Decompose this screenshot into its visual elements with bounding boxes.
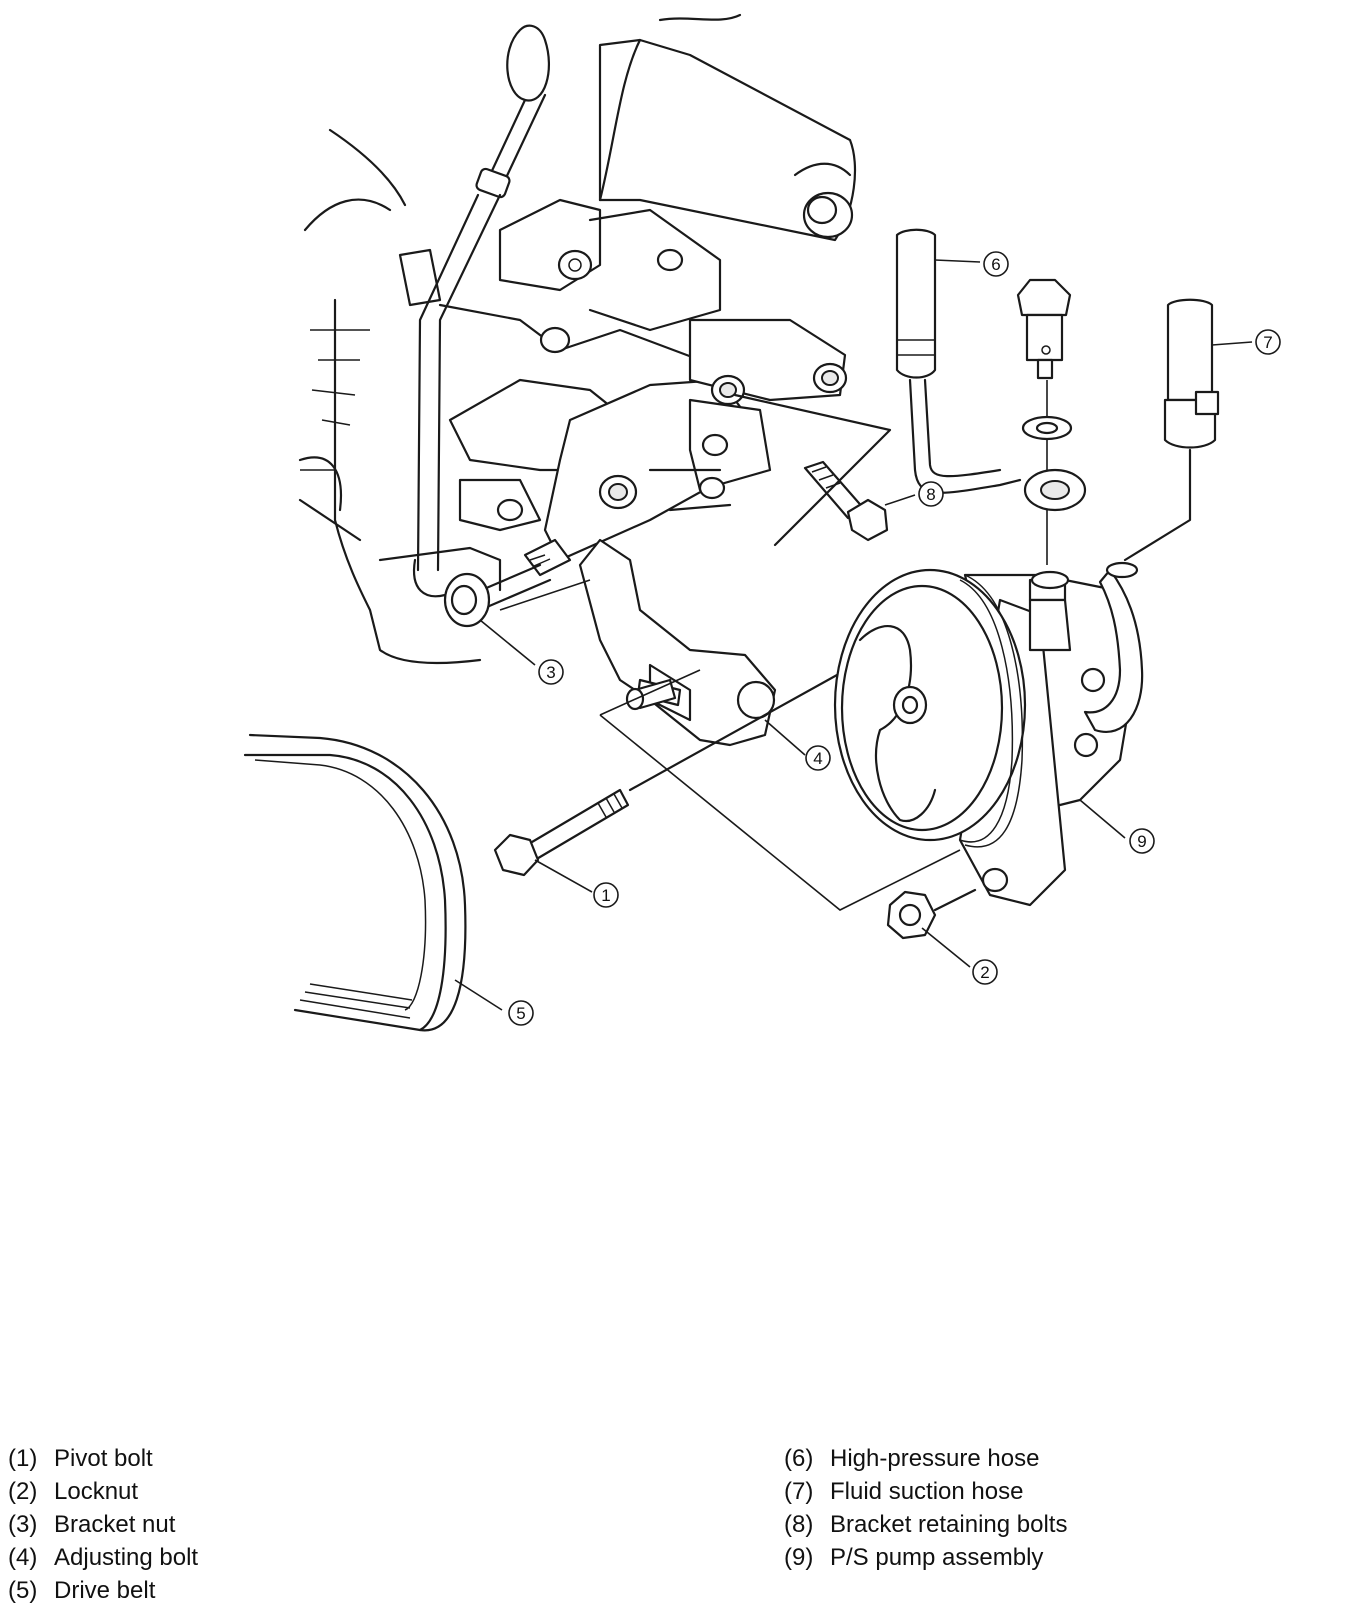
legend-label: P/S pump assembly bbox=[830, 1544, 1044, 1571]
callout-3: 3 bbox=[538, 659, 564, 685]
legend-item-high-pressure-hose: (6) High-pressure hose bbox=[784, 1442, 1067, 1475]
high-pressure-hose bbox=[895, 228, 1087, 565]
legend-label: Fluid suction hose bbox=[830, 1478, 1024, 1505]
exploded-diagram: 1 2 3 4 5 6 7 8 9 bbox=[243, 13, 1281, 1032]
legend-item-ps-pump-assembly: (9) P/S pump assembly bbox=[784, 1541, 1067, 1574]
callout-6-label: 6 bbox=[991, 255, 1000, 274]
callout-4-label: 4 bbox=[813, 749, 822, 768]
mounting-bracket bbox=[543, 318, 848, 562]
ps-pump-assembly bbox=[833, 561, 1144, 907]
legend-item-fluid-suction-hose: (7) Fluid suction hose bbox=[784, 1475, 1067, 1508]
assembly-guides bbox=[499, 579, 961, 911]
callout-6: 6 bbox=[983, 251, 1009, 277]
dipstick-tube bbox=[398, 24, 550, 598]
legend-item-adjusting-bolt: (4) Adjusting bolt bbox=[8, 1541, 198, 1574]
legend-number: (3) bbox=[8, 1511, 38, 1538]
intake-pipe bbox=[598, 13, 857, 242]
fluid-suction-hose bbox=[1123, 298, 1220, 562]
locknut bbox=[886, 888, 977, 940]
adjusting-bolt bbox=[625, 678, 677, 711]
drive-belt bbox=[243, 733, 467, 1032]
legend-number: (1) bbox=[8, 1445, 38, 1472]
legend-item-drive-belt: (5)Drive belt bbox=[8, 1574, 198, 1607]
bracket-retaining-bolt bbox=[733, 393, 892, 547]
callout-9: 9 bbox=[1129, 828, 1155, 854]
legend-number: (4) bbox=[8, 1544, 38, 1571]
legend-label: Adjusting bolt bbox=[54, 1544, 199, 1571]
callout-9-label: 9 bbox=[1137, 832, 1146, 851]
legend-number: (2) bbox=[8, 1478, 38, 1505]
callout-leaders bbox=[454, 259, 1253, 1011]
callout-8: 8 bbox=[918, 481, 944, 507]
callout-5: 5 bbox=[508, 1000, 534, 1026]
legend-item-bracket-nut: (3) Bracket nut bbox=[8, 1508, 198, 1541]
callout-7-label: 7 bbox=[1263, 333, 1272, 352]
callout-8-label: 8 bbox=[926, 485, 935, 504]
legend-number: (5) bbox=[8, 1577, 38, 1604]
legend-label: Locknut bbox=[54, 1478, 139, 1505]
adjusting-arm bbox=[578, 538, 777, 747]
bracket-stud bbox=[468, 538, 572, 612]
legend-number: (7) bbox=[784, 1478, 814, 1505]
bracket-nut bbox=[443, 572, 491, 628]
legend-label: Pivot bolt bbox=[54, 1445, 153, 1472]
legend-column-left: (1)Pivot bolt (2)Locknut (3)Bracket nut … bbox=[8, 1442, 198, 1607]
legend-label: Bracket nut bbox=[54, 1511, 176, 1538]
legend-number: (8) bbox=[784, 1511, 814, 1538]
legend-item-pivot-bolt: (1) Pivot bolt bbox=[8, 1442, 198, 1475]
callout-1-label: 1 bbox=[601, 886, 610, 905]
legend-number: (9) bbox=[784, 1544, 814, 1571]
callout-7: 7 bbox=[1255, 329, 1281, 355]
legend-label: High-pressure hose bbox=[830, 1445, 1040, 1472]
callout-1: 1 bbox=[593, 882, 619, 908]
legend-column-right: (6) High-pressure hose (7) Fluid suction h… bbox=[784, 1442, 1067, 1574]
parts-legend: (1)Pivot bolt (2)Locknut (3)Bracket nut … bbox=[0, 1442, 1360, 1604]
callout-2: 2 bbox=[972, 959, 998, 985]
callout-5-label: 5 bbox=[516, 1004, 525, 1023]
legend-item-locknut: (2) Locknut bbox=[8, 1475, 198, 1508]
engine-block bbox=[298, 128, 792, 665]
legend-label: Bracket retaining bolts bbox=[830, 1511, 1068, 1538]
legend-number: (6) bbox=[784, 1445, 814, 1472]
callout-2-label: 2 bbox=[980, 963, 989, 982]
legend-item-bracket-retaining-bolts: (8) Bracket retaining bolts bbox=[784, 1508, 1067, 1541]
callout-3-label: 3 bbox=[546, 663, 555, 682]
callout-4: 4 bbox=[805, 745, 831, 771]
